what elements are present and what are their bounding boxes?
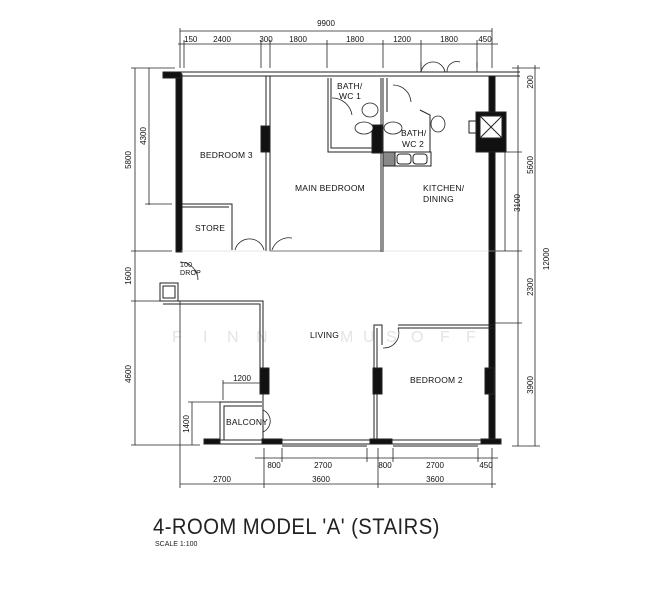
dim-bottom: 3600 (426, 475, 444, 484)
room-labels: BEDROOM 3 MAIN BEDROOM BATH/ WC 1 BATH/ … (180, 81, 465, 427)
room-store: STORE (195, 223, 225, 233)
room-bath-wc1: BATH/ (337, 81, 363, 91)
dim-left: 1600 (124, 267, 133, 285)
watermark-letter: N (256, 329, 268, 346)
dim-top: 1800 (346, 35, 364, 44)
watermark: F I N N M U S O F F (172, 329, 476, 346)
watermark-letter: M (340, 329, 353, 346)
watermark-letter: S (386, 329, 397, 346)
dim-balcony-width: 1200 (233, 374, 251, 383)
walls (159, 71, 520, 447)
dim-top: 1200 (393, 35, 411, 44)
watermark-letter: I (203, 329, 207, 346)
room-kitchen-dining: DINING (423, 194, 454, 204)
dim-top: 1800 (440, 35, 458, 44)
plan-title: 4-ROOM MODEL 'A' (STAIRS) (153, 514, 440, 539)
room-kitchen-dining: KITCHEN/ (423, 183, 465, 193)
dim-bottom: 800 (267, 461, 281, 470)
dim-bottom: 2700 (426, 461, 444, 470)
watermark-letter: F (440, 329, 450, 346)
dim-left: 5800 (124, 151, 133, 169)
dim-balcony-depth: 1400 (182, 415, 191, 433)
watermark-letter: F (172, 329, 182, 346)
dimension-lines (131, 28, 540, 488)
doors (179, 61, 478, 433)
dim-bottom: 3600 (312, 475, 330, 484)
dim-bottom: 2700 (213, 475, 231, 484)
watermark-letter: N (227, 329, 239, 346)
room-balcony: BALCONY (226, 417, 268, 427)
dim-right-inner: 3100 (513, 194, 522, 212)
dim-bottom: 800 (378, 461, 392, 470)
dim-right: 200 (526, 75, 535, 89)
watermark-letter: U (363, 329, 375, 346)
room-living: LIVING (310, 330, 339, 340)
dim-right: 5600 (526, 156, 535, 174)
room-bath-wc2: WC 2 (402, 139, 424, 149)
room-bedroom-2: BEDROOM 2 (410, 375, 463, 385)
dim-left-inner: 4300 (139, 127, 148, 145)
watermark-letter: F (466, 329, 476, 346)
dim-right: 3900 (526, 376, 535, 394)
room-drop: 100 (180, 262, 192, 269)
dim-top-total: 9900 (317, 19, 335, 28)
room-drop: DROP (180, 270, 201, 277)
dim-right: 2300 (526, 278, 535, 296)
sanitary-fixtures (354, 102, 446, 135)
dim-bottom: 2700 (314, 461, 332, 470)
room-main-bedroom: MAIN BEDROOM (295, 183, 365, 193)
room-bath-wc1: WC 1 (339, 91, 361, 101)
dim-top: 2400 (213, 35, 231, 44)
dim-left: 4600 (124, 365, 133, 383)
dim-right-total: 12000 (542, 247, 551, 270)
dim-top: 150 (184, 35, 198, 44)
room-bedroom-3: BEDROOM 3 (200, 150, 253, 160)
watermark-letter: O (411, 329, 423, 346)
dim-top: 450 (478, 35, 492, 44)
room-bath-wc2: BATH/ (401, 128, 427, 138)
dim-top: 1800 (289, 35, 307, 44)
dimension-labels: 9900 150 2400 300 1800 1800 1200 1800 45… (124, 19, 551, 484)
dim-top: 300 (259, 35, 273, 44)
dim-bottom: 450 (479, 461, 493, 470)
plan-scale: SCALE 1:100 (155, 541, 198, 548)
